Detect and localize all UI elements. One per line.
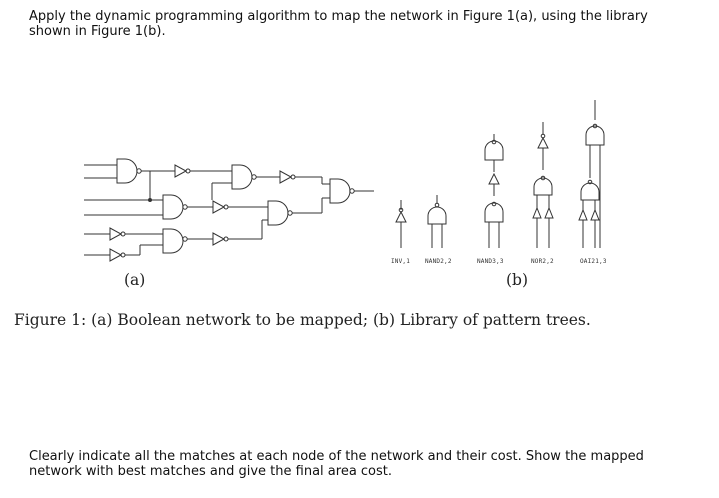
library-label-nand2: NAND2,2 — [425, 258, 452, 265]
library-pattern-trees — [395, 100, 605, 248]
library-label-oai21: OAI21,3 — [580, 258, 607, 265]
library-label-inv: INV,1 — [391, 258, 411, 265]
subfigure-label-b: (b) — [506, 271, 529, 289]
instructions-text: Clearly indicate all the matches at each… — [29, 449, 644, 479]
figure-caption: Figure 1: (a) Boolean network to be mapp… — [14, 311, 591, 329]
library-label-nand3: NAND3,3 — [477, 258, 504, 265]
question-text: Apply the dynamic programming algorithm … — [29, 9, 648, 39]
library-label-nor2: NOR2,2 — [531, 258, 554, 265]
subfigure-label-a: (a) — [124, 271, 146, 289]
boolean-network — [84, 158, 374, 262]
